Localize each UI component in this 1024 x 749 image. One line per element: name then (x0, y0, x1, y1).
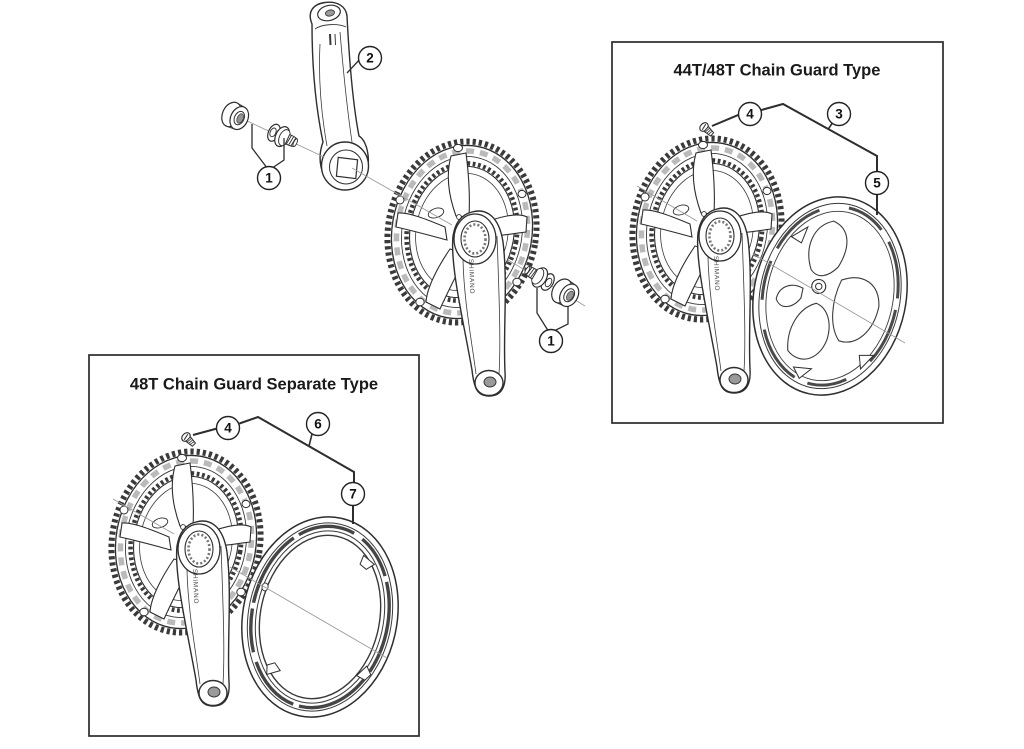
crankset-main (373, 130, 550, 396)
leader-line (251, 124, 269, 169)
leader-line (711, 113, 739, 127)
leader-line (192, 427, 217, 436)
leader-line (761, 102, 878, 172)
callout-3-box1: 3 (826, 101, 852, 127)
callout-1-left: 1 (256, 165, 282, 191)
callout-number: 6 (314, 417, 322, 432)
axis-line (351, 167, 453, 226)
leader-line (827, 123, 833, 130)
callout-4-box2: 4 (215, 415, 241, 441)
callout-1-right: 1 (538, 328, 564, 354)
callout-6-box2: 6 (305, 411, 331, 437)
callout-5-box1: 5 (864, 170, 890, 196)
box-44t-48t-chain-guard (611, 41, 944, 424)
leader-line (536, 288, 549, 331)
callout-number: 2 (366, 51, 374, 66)
leader-line (239, 415, 355, 483)
axis-line (752, 253, 906, 344)
square-spindle-hole (335, 156, 359, 180)
box-48t-chain-guard-separate (88, 354, 420, 737)
crank-bolt-left (263, 120, 302, 154)
box-title-48t-separate: 48T Chain Guard Separate Type (130, 376, 378, 394)
callout-7-box2: 7 (340, 481, 366, 507)
callout-number: 4 (224, 421, 232, 436)
callout-number: 3 (835, 107, 843, 122)
callout-number: 7 (349, 487, 357, 502)
leader-line (346, 60, 360, 74)
box-title-44t-48t: 44T/48T Chain Guard Type (674, 62, 881, 80)
leader-line (271, 138, 285, 170)
leader-line (308, 433, 313, 447)
axis-line (636, 185, 698, 222)
crank-cap-left (217, 98, 254, 134)
callout-number: 5 (873, 176, 881, 191)
callout-number: 1 (547, 334, 555, 349)
callout-number: 4 (746, 107, 754, 122)
callout-4-box1: 4 (737, 101, 763, 127)
leader-line (554, 306, 569, 332)
guard-screw-44t (697, 120, 716, 139)
callout-number: 1 (265, 171, 273, 186)
left-crank-arm (309, 1, 370, 191)
axis-line (112, 498, 175, 535)
axis-line (229, 566, 388, 659)
callout-2: 2 (357, 45, 383, 71)
